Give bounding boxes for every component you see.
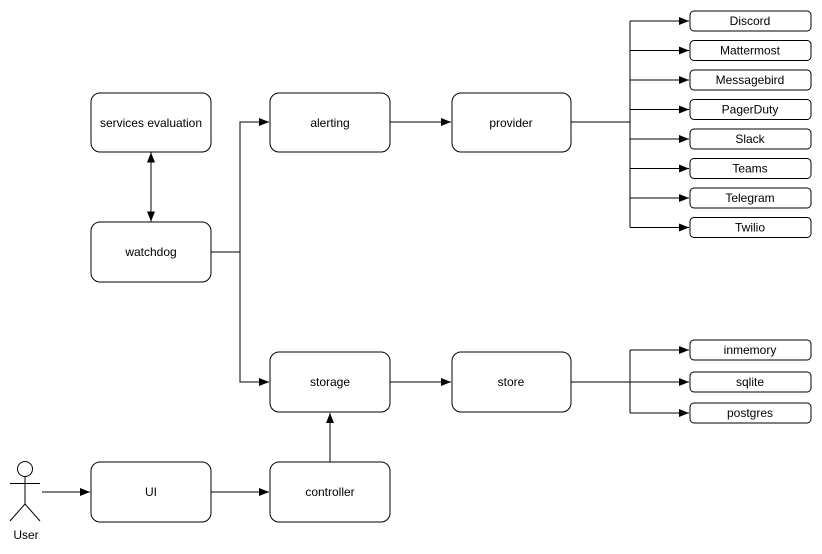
node-alerting-label: alerting: [310, 116, 349, 130]
node-provider-messagebird-box: [689, 69, 812, 91]
node-store-postgres-box: [689, 402, 812, 424]
edges: [42, 17, 689, 496]
node-provider-pagerduty-box: [689, 99, 812, 120]
node-provider-slack-label: Slack: [735, 132, 765, 146]
node-provider-pagerduty: PagerDuty: [689, 99, 812, 120]
node-store: store: [451, 351, 572, 413]
user-actor-head: [17, 461, 33, 477]
node-store-box: [451, 351, 572, 413]
node-provider-twilio-box: [689, 217, 812, 238]
node-store-sqlite: sqlite: [689, 371, 812, 393]
node-provider-label: provider: [489, 116, 532, 130]
node-provider-telegram: Telegram: [689, 187, 812, 209]
node-provider-teams-box: [689, 158, 812, 179]
node-store-label: store: [498, 375, 525, 389]
node-services-evaluation: services evaluation: [90, 92, 212, 153]
node-provider-slack: Slack: [689, 128, 812, 150]
node-alerting: alerting: [269, 92, 391, 153]
node-provider-twilio: Twilio: [689, 217, 812, 238]
node-ui-label: UI: [145, 485, 157, 499]
node-provider-messagebird-label: Messagebird: [716, 73, 785, 87]
node-provider-teams-label: Teams: [732, 162, 767, 176]
node-provider-mattermost-box: [689, 40, 812, 61]
node-ui-box: [90, 461, 212, 523]
node-provider-slack-box: [689, 128, 812, 150]
edge-watchdog-alerting: [239, 118, 269, 252]
node-provider-box: [451, 92, 572, 153]
node-store-postgres-label: postgres: [727, 406, 773, 420]
node-provider: provider: [451, 92, 572, 153]
node-alerting-box: [269, 92, 391, 153]
node-storage-box: [269, 351, 391, 413]
node-controller: controller: [269, 461, 391, 523]
user-actor: User: [9, 461, 41, 542]
node-provider-discord-box: [689, 10, 812, 32]
node-provider-pagerduty-label: PagerDuty: [722, 103, 779, 117]
node-services-evaluation-box: [90, 92, 212, 153]
node-watchdog-label: watchdog: [124, 245, 176, 259]
user-actor-legs: [9, 503, 41, 522]
node-provider-twilio-label: Twilio: [735, 221, 765, 235]
user-actor-label: User: [13, 528, 38, 542]
node-provider-teams: Teams: [689, 158, 812, 179]
node-store-sqlite-box: [689, 371, 812, 393]
node-provider-telegram-label: Telegram: [725, 191, 774, 205]
node-store-sqlite-label: sqlite: [736, 375, 764, 389]
node-services-evaluation-label: services evaluation: [100, 116, 202, 130]
node-provider-discord: Discord: [689, 10, 812, 32]
node-provider-messagebird: Messagebird: [689, 69, 812, 91]
node-store-inmemory-box: [689, 339, 812, 361]
node-storage: storage: [269, 351, 391, 413]
node-provider-discord-label: Discord: [730, 14, 771, 28]
node-store-inmemory-label: inmemory: [724, 343, 777, 357]
node-ui: UI: [90, 461, 212, 523]
node-store-postgres: postgres: [689, 402, 812, 424]
node-provider-mattermost: Mattermost: [689, 40, 812, 61]
node-watchdog-box: [90, 221, 212, 283]
edge-watchdog-storage: [239, 252, 269, 386]
node-watchdog: watchdog: [90, 221, 212, 283]
node-controller-label: controller: [305, 485, 354, 499]
node-controller-box: [269, 461, 391, 523]
node-provider-mattermost-label: Mattermost: [720, 44, 781, 58]
node-provider-telegram-box: [689, 187, 812, 209]
node-storage-label: storage: [310, 375, 350, 389]
node-store-inmemory: inmemory: [689, 339, 812, 361]
